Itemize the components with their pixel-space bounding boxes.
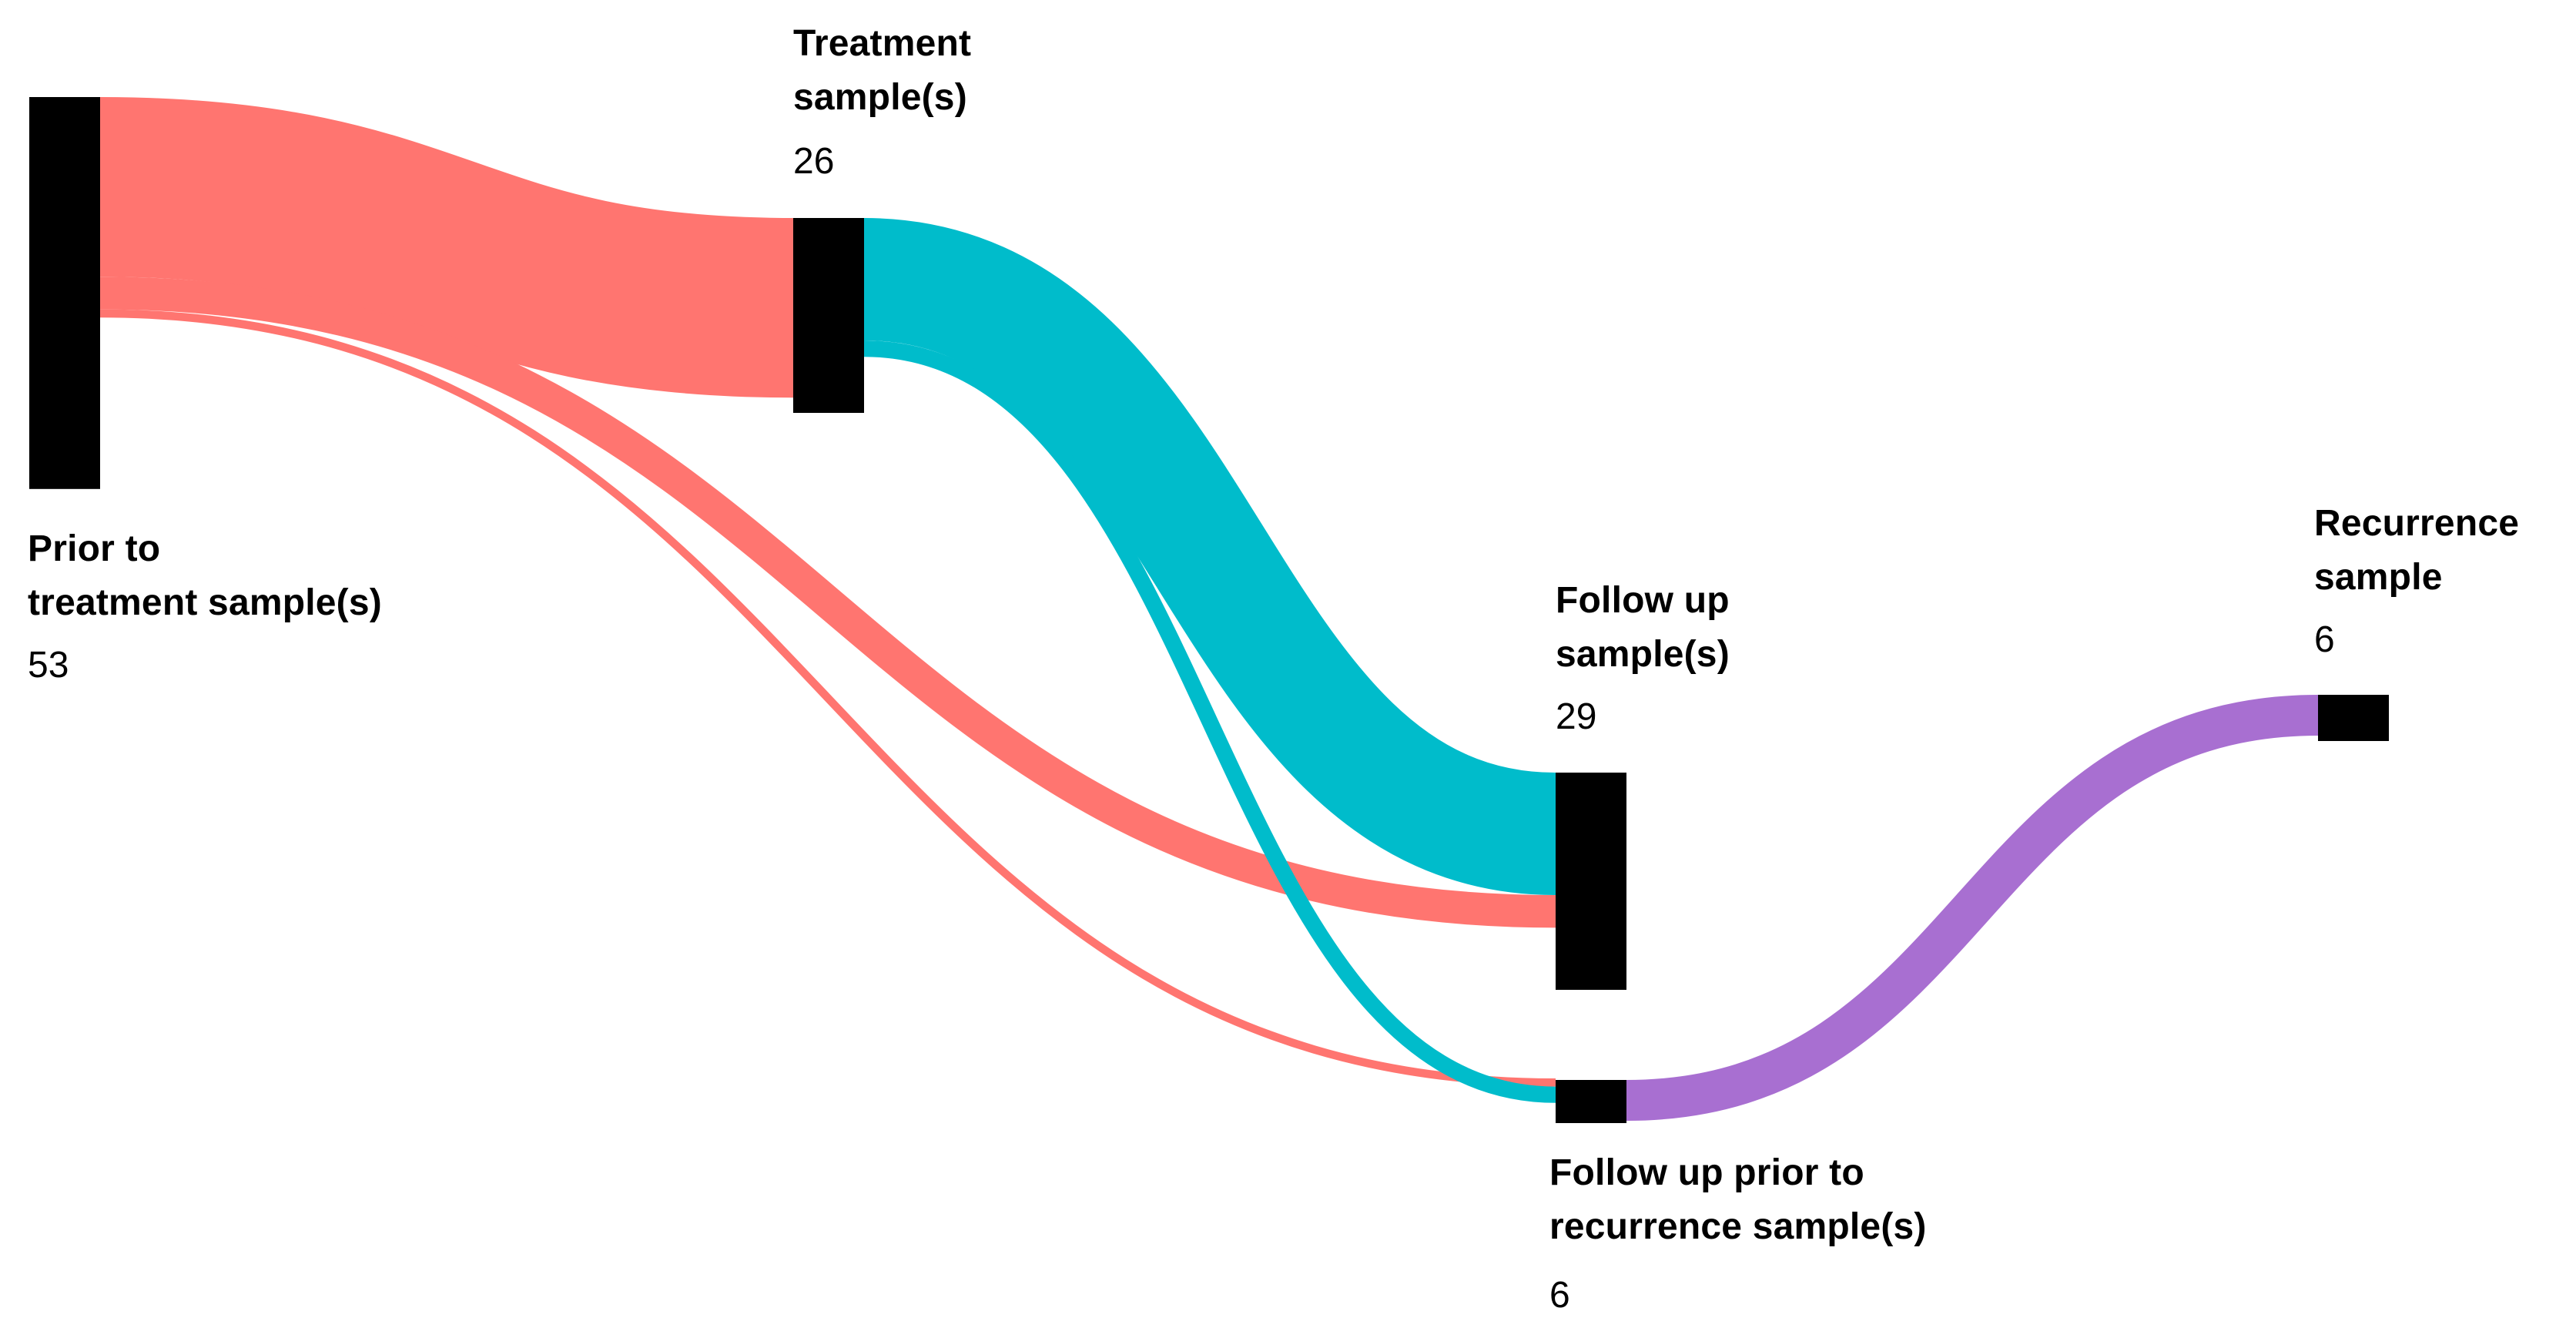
- node-name-followup-prior-recurrence: Follow up prior to recurrence sample(s): [1549, 1146, 1927, 1254]
- node-bar-followup: [1556, 773, 1626, 990]
- link-treatment-to-fupr: [863, 340, 1556, 1103]
- node-name-prior: Prior to treatment sample(s): [28, 522, 382, 630]
- node-name-followup-prior-recurrence-line-1: Follow up prior to: [1549, 1152, 1864, 1193]
- node-name-treatment-line-2: sample(s): [793, 77, 967, 118]
- node-bar-treatment: [793, 218, 864, 413]
- sankey-nodes: [29, 97, 2389, 1123]
- node-label-followup: Follow up sample(s) 29: [1556, 574, 1730, 739]
- node-count-recurrence: 6: [2314, 619, 2335, 660]
- link-prior-to-followup: [99, 277, 1556, 928]
- node-label-prior: Prior to treatment sample(s) 53: [28, 522, 382, 687]
- node-name-followup-line-2: sample(s): [1556, 634, 1730, 675]
- node-count-followup-prior-recurrence: 6: [1549, 1275, 1570, 1316]
- link-fupr-to-recurrence: [1626, 695, 2319, 1121]
- node-name-prior-line-1: Prior to: [28, 528, 161, 569]
- node-count-followup: 29: [1556, 696, 1597, 737]
- node-name-recurrence-line-2: sample: [2314, 557, 2443, 598]
- node-name-followup-prior-recurrence-line-2: recurrence sample(s): [1549, 1206, 1927, 1247]
- node-count-prior: 53: [28, 645, 69, 686]
- node-name-treatment: Treatment sample(s): [793, 17, 971, 125]
- node-name-recurrence: Recurrence sample: [2314, 497, 2519, 605]
- node-count-treatment: 26: [793, 141, 835, 182]
- node-label-recurrence: Recurrence sample 6: [2314, 497, 2519, 662]
- link-prior-to-fupr: [99, 309, 1556, 1087]
- node-name-followup-line-1: Follow up: [1556, 580, 1730, 621]
- node-bar-recurrence: [2318, 695, 2389, 741]
- link-treatment-to-followup: [863, 218, 1557, 895]
- link-prior-to-treatment: [99, 97, 794, 398]
- node-bar-prior: [29, 97, 100, 489]
- node-bar-fupr: [1556, 1080, 1626, 1123]
- node-name-recurrence-line-1: Recurrence: [2314, 503, 2520, 544]
- node-name-treatment-line-1: Treatment: [793, 23, 972, 64]
- node-name-followup: Follow up sample(s): [1556, 574, 1730, 682]
- node-name-prior-line-2: treatment sample(s): [28, 582, 382, 623]
- sankey-links: [99, 97, 2319, 1121]
- node-label-followup-prior-recurrence: Follow up prior to recurrence sample(s) …: [1549, 1146, 1927, 1317]
- node-label-treatment: Treatment sample(s) 26: [793, 17, 971, 183]
